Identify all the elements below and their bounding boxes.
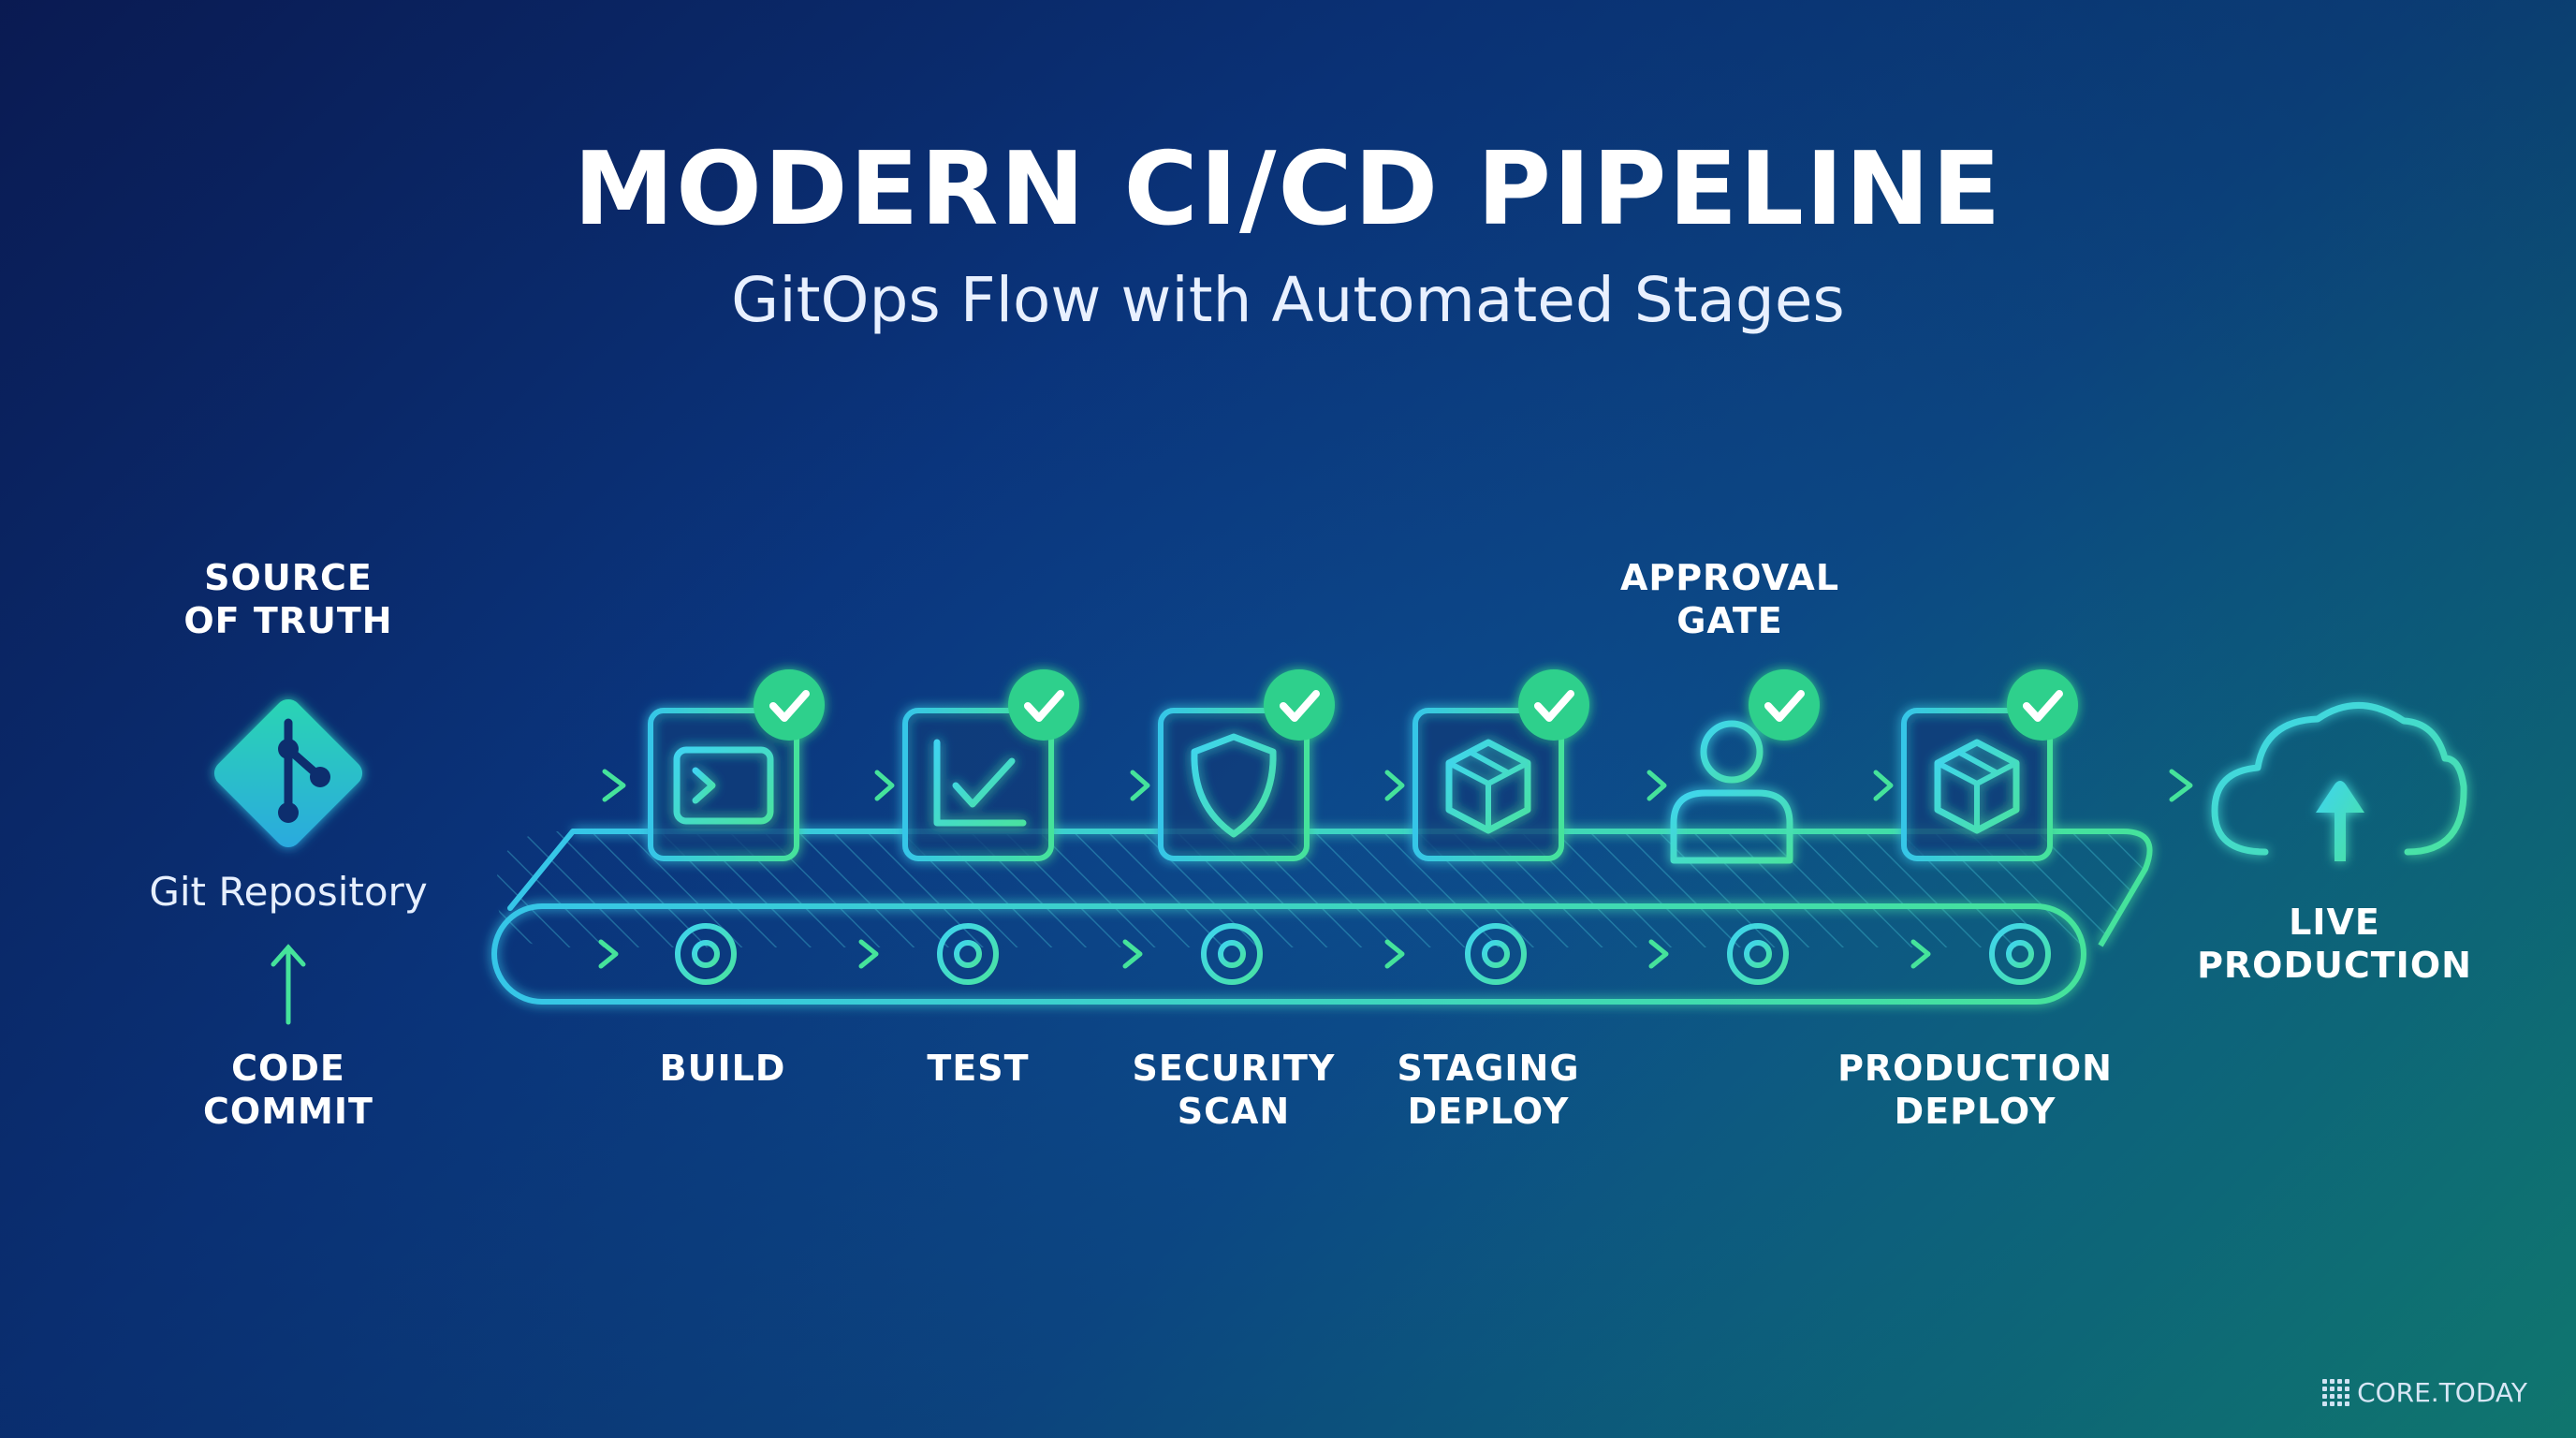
stage-staging-deploy: [1412, 669, 1589, 861]
belt-arrow: [798, 939, 879, 969]
stage-arrow: [1572, 770, 1667, 801]
page-subtitle: GitOps Flow with Automated Stages: [731, 264, 1845, 336]
roller-icon: [1727, 923, 1789, 985]
stage-arrow: [807, 770, 895, 801]
check-badge-icon: [1518, 669, 1589, 741]
stage-label-test: TEST: [927, 1048, 1030, 1089]
check-badge-icon: [1264, 669, 1335, 741]
belt-arrow: [1062, 939, 1143, 969]
shield-icon: [1191, 733, 1277, 838]
stage-security-scan: [1158, 669, 1335, 861]
roller-icon: [1989, 923, 2051, 985]
package-icon: [1934, 739, 2020, 834]
check-badge-icon: [1749, 669, 1820, 741]
stage-arrow: [1815, 770, 1894, 801]
package-icon: [1445, 739, 1531, 834]
roller-icon: [937, 923, 999, 985]
brand-logo: CORE.TODAY: [2322, 1377, 2527, 1408]
chart-check-icon: [933, 739, 1027, 827]
belt-arrow: [538, 939, 619, 969]
git-repository-label: Git Repository: [149, 869, 428, 915]
roller-icon: [675, 923, 737, 985]
stage-arrow: [1061, 770, 1150, 801]
user-icon: [1670, 720, 1793, 864]
stage-production-deploy: [1901, 669, 2078, 861]
cloud-upload-icon: [2211, 702, 2467, 861]
stage-label-build: BUILD: [659, 1048, 786, 1089]
belt-arrow: [1851, 939, 1931, 969]
deploy-to-live-arrow: [2071, 769, 2193, 802]
stage-build: [648, 669, 825, 861]
belt-arrow: [1325, 939, 1405, 969]
terminal-icon: [673, 746, 774, 825]
page-title: MODERN CI/CD PIPELINE: [573, 131, 2003, 248]
stage-approval-gate: [1670, 669, 1820, 864]
stage-arrow: [1317, 770, 1405, 801]
commit-arrow: [271, 944, 306, 1025]
brand-grid-icon: [2322, 1379, 2350, 1406]
stage-test: [902, 669, 1079, 861]
roller-icon: [1465, 923, 1527, 985]
brand-name: CORE.TODAY: [2357, 1377, 2527, 1408]
check-badge-icon: [1008, 669, 1079, 741]
belt-arrow: [1588, 939, 1669, 969]
check-badge-icon: [2007, 669, 2078, 741]
check-badge-icon: [754, 669, 825, 741]
roller-icon: [1201, 923, 1263, 985]
repo-to-build-arrow: [403, 769, 626, 802]
git-icon: [213, 698, 363, 848]
